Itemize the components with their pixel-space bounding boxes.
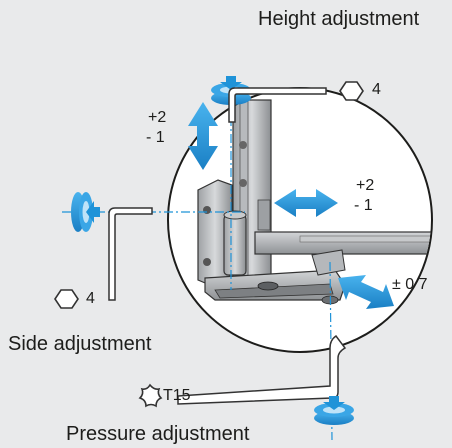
height-hex-key bbox=[228, 81, 364, 123]
height-minus-value: - 1 bbox=[146, 129, 165, 146]
hex-icon bbox=[54, 289, 79, 309]
hinge-body bbox=[197, 179, 346, 305]
hex-icon bbox=[339, 81, 364, 101]
pressure-rotation-icon bbox=[314, 396, 354, 425]
side-rotation-icon bbox=[71, 192, 100, 232]
height-tool-size: 4 bbox=[372, 81, 381, 98]
sash-arm bbox=[254, 231, 431, 255]
hinge-detail-circle bbox=[167, 87, 433, 353]
side-plus-value: +2 bbox=[356, 177, 375, 194]
pressure-tool-size: T15 bbox=[163, 387, 191, 404]
height-arrow bbox=[188, 102, 218, 170]
height-plus-value: +2 bbox=[148, 109, 167, 126]
pressure-arrow bbox=[338, 275, 394, 309]
torx-icon bbox=[138, 383, 163, 408]
side-hex-key bbox=[54, 207, 153, 309]
side-arrow bbox=[274, 189, 338, 217]
side-minus-value: - 1 bbox=[354, 197, 373, 214]
side-tool-size: 4 bbox=[86, 290, 95, 307]
pressure-adjustment-label: Pressure adjustment bbox=[66, 423, 250, 445]
pressure-value: ± 0 7 bbox=[392, 276, 428, 293]
side-adjustment-label: Side adjustment bbox=[8, 333, 152, 355]
height-adjustment-label: Height adjustment bbox=[258, 8, 420, 30]
